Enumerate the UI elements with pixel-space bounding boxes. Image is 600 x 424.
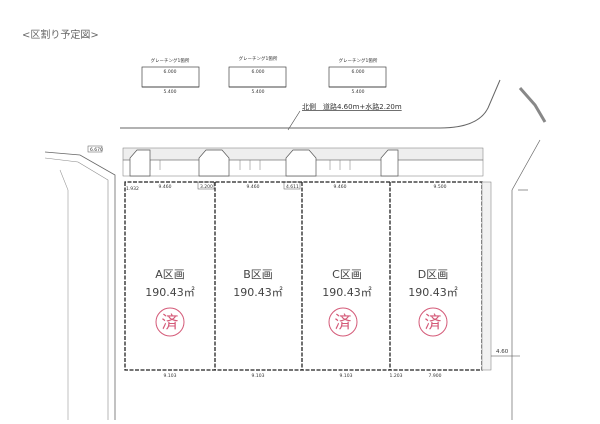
lot-area: 190.43㎡ (145, 286, 195, 299)
detail-1: グレーチング1箇所 6.000 5.400 (141, 57, 200, 95)
detail-top-dim: 6.000 (164, 69, 177, 75)
top-small-dim: 4.611 (286, 184, 299, 190)
detail-label: グレーチング1箇所 (239, 55, 278, 62)
lot-name: B区画 (243, 268, 273, 281)
bottom-dim: 9.103 (252, 373, 265, 379)
detail-bottom-dim: 5.400 (352, 89, 365, 95)
road-edge (120, 79, 501, 129)
road-label: 北側 道路4.60m+水路2.20m (302, 102, 402, 111)
sold-stamp-text: 済 (162, 313, 179, 333)
top-small-dim: 3.200 (200, 184, 213, 190)
detail-bottom-dim: 5.400 (164, 89, 177, 95)
page-title: <区割り予定図> (22, 30, 99, 41)
sold-stamp-text: 済 (335, 313, 352, 333)
lot-name: D区画 (418, 268, 448, 281)
sold-stamp (328, 307, 358, 337)
detail-top-dim: 6.000 (352, 69, 365, 75)
lot-d: D区画 190.43㎡ 済 (408, 268, 458, 337)
detail-3: グレーチング1箇所 6.000 5.400 (328, 57, 387, 95)
side-strip (481, 181, 492, 371)
lot-area: 190.43㎡ (233, 286, 283, 299)
sold-stamp-text: 済 (425, 313, 442, 333)
top-small-dim: 6.670 (90, 147, 103, 153)
lot-b: B区画 190.43㎡ (233, 268, 283, 299)
lot-area: 190.43㎡ (408, 286, 458, 299)
sold-stamp (155, 307, 185, 337)
detail-2: グレーチング1箇所 6.000 5.400 (228, 55, 287, 95)
side-dim: 4.60 (496, 349, 509, 355)
lot-name: A区画 (155, 268, 185, 281)
lot-c: C区画 190.43㎡ 済 (322, 268, 372, 337)
top-small-dim: 1.932 (126, 186, 139, 192)
detail-label: グレーチング1箇所 (339, 57, 378, 64)
bottom-dim: 9.103 (164, 373, 177, 379)
lot-top-dim: 9.500 (434, 184, 447, 190)
bottom-dim: 1.203 (390, 373, 403, 379)
lot-top-dim: 9.460 (247, 184, 260, 190)
detail-top-dim: 6.000 (252, 69, 265, 75)
bottom-dim: 7.900 (429, 373, 442, 379)
lot-a: A区画 190.43㎡ 済 (145, 268, 195, 337)
detail-bottom-dim: 5.400 (252, 89, 265, 95)
lot-top-dim: 9.460 (334, 184, 347, 190)
lot-name: C区画 (332, 268, 362, 281)
corner-wall (518, 87, 547, 123)
detail-label: グレーチング1箇所 (151, 57, 190, 64)
lot-top-dim: 9.460 (159, 184, 172, 190)
lot-area: 190.43㎡ (322, 286, 372, 299)
bottom-dim: 9.103 (340, 373, 353, 379)
sold-stamp (418, 307, 448, 337)
